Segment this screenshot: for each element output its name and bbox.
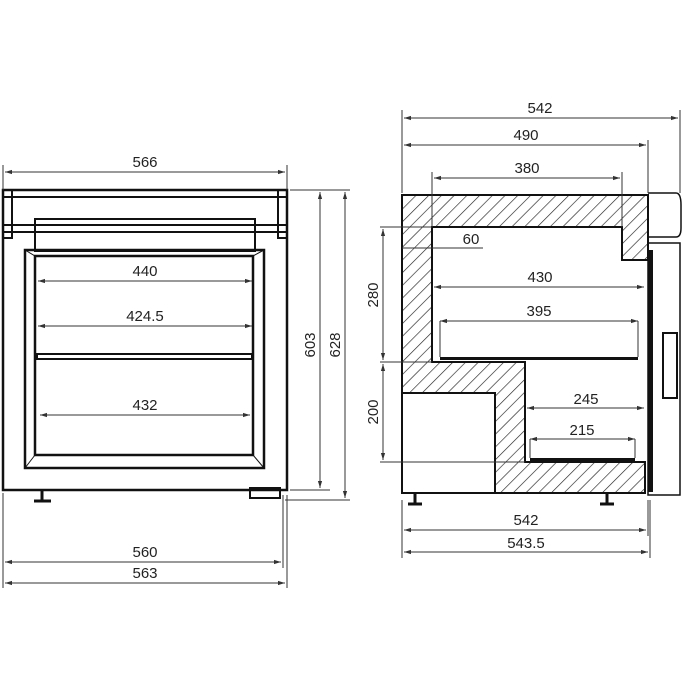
foot-right <box>249 487 281 499</box>
dim-424-5: 424.5 <box>126 308 164 325</box>
dim-215: 215 <box>569 422 594 439</box>
dim-280: 280 <box>365 282 382 307</box>
side-foot-left <box>408 493 422 506</box>
door-window <box>33 254 255 457</box>
dim-430: 430 <box>527 269 552 286</box>
foot-left <box>34 490 51 503</box>
front-body-outline <box>1 188 289 492</box>
door-frame <box>23 248 266 470</box>
dim-566: 566 <box>132 154 157 171</box>
side-foot-right <box>600 493 614 506</box>
lid-inner-frame <box>34 218 256 252</box>
dim-432: 432 <box>132 397 157 414</box>
dim-200: 200 <box>365 399 382 424</box>
dim-560: 560 <box>132 544 157 561</box>
lid-rail-bottom <box>2 224 288 233</box>
dim-395: 395 <box>526 303 551 320</box>
side-view: 542 490 380 60 430 395 245 215 280 200 5… <box>365 100 682 558</box>
dim-628: 628 <box>327 332 344 357</box>
upper-shelf <box>440 357 638 360</box>
insulation-section <box>401 194 649 494</box>
dim-563: 563 <box>132 565 157 582</box>
front-view: 566 440 424.5 432 603 628 560 563 <box>1 154 350 588</box>
lower-shelf <box>530 458 635 461</box>
dim-440: 440 <box>132 263 157 280</box>
lid-post-left <box>2 189 13 239</box>
dim-490: 490 <box>513 127 538 144</box>
door-seal <box>648 250 653 492</box>
dim-245: 245 <box>573 391 598 408</box>
dim-542-top: 542 <box>527 100 552 117</box>
dim-603: 603 <box>302 332 319 357</box>
dim-380: 380 <box>514 160 539 177</box>
lid-profile <box>648 192 682 238</box>
lid-post-right <box>277 189 288 239</box>
door-handle <box>662 332 678 399</box>
front-shelf <box>36 353 253 360</box>
dim-542-bottom: 542 <box>513 512 538 529</box>
dim-543-5: 543.5 <box>507 535 545 552</box>
dim-60: 60 <box>463 231 480 248</box>
compressor-compartment <box>401 392 496 494</box>
